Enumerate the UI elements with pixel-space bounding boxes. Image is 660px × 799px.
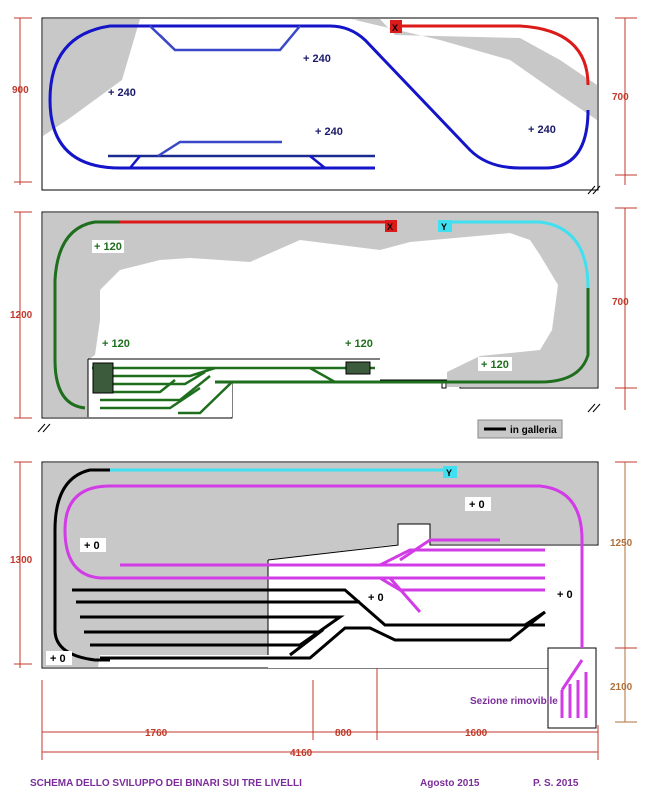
level-bottom: Y + 0 + 0 + 0 + 0 + bbox=[10, 461, 637, 729]
middle-terrain bbox=[43, 213, 597, 417]
top-dim-left: 900 bbox=[12, 85, 29, 96]
top-track-left-loop bbox=[48, 24, 375, 170]
middle-marker-x bbox=[385, 220, 397, 232]
dim-total-width: 4160 bbox=[290, 748, 313, 759]
bottom-marker-y bbox=[443, 466, 457, 478]
top-track-yard-2 bbox=[157, 140, 282, 158]
middle-station-right bbox=[345, 361, 371, 375]
top-elev-left: + 240 bbox=[108, 87, 136, 99]
dim-width-b: 800 bbox=[335, 728, 352, 739]
footer-date: Agosto 2015 bbox=[420, 778, 480, 789]
middle-elev-tl: + 120 bbox=[94, 241, 122, 253]
footer-author: P. S. 2015 bbox=[533, 778, 579, 789]
top-elev-mid1: + 240 bbox=[303, 53, 331, 65]
bottom-elev-tr: + 0 bbox=[469, 499, 485, 511]
top-marker-x bbox=[390, 20, 402, 33]
top-elev-mid2: + 240 bbox=[315, 126, 343, 138]
dim-width-c: 1600 bbox=[465, 728, 488, 739]
middle-track-left-loop bbox=[53, 220, 120, 410]
bottom-dim-right-top: 1250 bbox=[610, 538, 633, 549]
bottom-elev-bl: + 0 bbox=[50, 653, 66, 665]
middle-marker-x-label: X bbox=[387, 222, 393, 232]
footer-title: SCHEMA DELLO SVILUPPO DEI BINARI SUI TRE… bbox=[30, 778, 302, 789]
bottom-marker-y-label: Y bbox=[446, 468, 452, 478]
bottom-black-yard bbox=[72, 588, 546, 660]
bottom-elev-mr: + 0 bbox=[557, 589, 573, 601]
top-track-main bbox=[138, 24, 590, 170]
bottom-removable-label: Sezione rimovibile bbox=[470, 696, 558, 707]
middle-elev-br: + 120 bbox=[481, 359, 509, 371]
bottom-removable-section bbox=[547, 647, 597, 729]
bottom-elev-ml: + 0 bbox=[84, 540, 100, 552]
level-top: X + 240 + 240 + 240 + 240 900 700 bbox=[12, 17, 637, 195]
width-dimensions: 1760 800 1600 4160 bbox=[41, 668, 599, 760]
middle-elev-bl: + 120 bbox=[102, 338, 130, 350]
bottom-track-magenta-loop bbox=[63, 484, 584, 648]
top-dim-right: 700 bbox=[612, 92, 629, 103]
legend-tunnel: in galleria bbox=[477, 419, 563, 439]
dim-width-a: 1760 bbox=[145, 728, 168, 739]
middle-station-left bbox=[92, 362, 114, 394]
middle-dim-left: 1200 bbox=[10, 310, 33, 321]
bottom-dim-left: 1300 bbox=[10, 555, 33, 566]
bottom-elev-mc: + 0 bbox=[368, 592, 384, 604]
bottom-magenta-yard bbox=[100, 538, 588, 718]
top-marker-x-label: X bbox=[392, 23, 398, 33]
middle-marker-y-label: Y bbox=[441, 222, 447, 232]
top-track-red bbox=[402, 24, 590, 86]
middle-marker-y bbox=[438, 220, 452, 232]
footer: SCHEMA DELLO SVILUPPO DEI BINARI SUI TRE… bbox=[30, 778, 579, 789]
top-elev-right: + 240 bbox=[528, 124, 556, 136]
bottom-track-black-loop bbox=[53, 468, 110, 662]
middle-dim-right: 700 bbox=[612, 297, 629, 308]
level-middle: X Y + 120 + 120 + 120 + 120 1200 700 in … bbox=[10, 207, 637, 439]
middle-track-right bbox=[215, 288, 590, 384]
middle-yard-tracks bbox=[92, 366, 375, 415]
middle-track-cyan bbox=[452, 220, 590, 289]
legend-tunnel-label: in galleria bbox=[510, 425, 557, 436]
middle-elev-bm: + 120 bbox=[345, 338, 373, 350]
top-terrain-right bbox=[155, 19, 597, 120]
bottom-dim-right-bot: 2100 bbox=[610, 682, 633, 693]
